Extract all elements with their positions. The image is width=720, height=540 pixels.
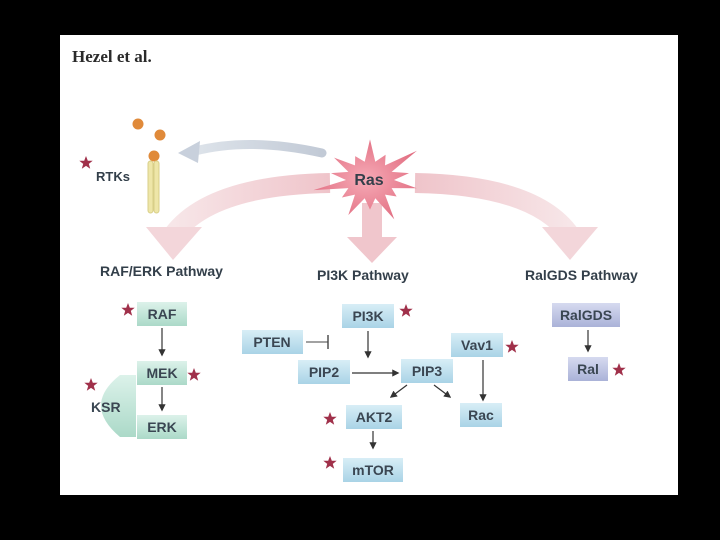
pten-label: PTEN — [253, 334, 290, 350]
rtk-receptor: RTKs — [79, 118, 166, 214]
pten-box — [242, 330, 303, 354]
ras-burst: Ras — [313, 139, 417, 220]
pathway-heading-pi3k: PI3K Pathway — [317, 267, 409, 283]
ligand-dot-icon — [148, 150, 160, 162]
arc-to-ralgds — [414, 173, 598, 260]
rac-label: Rac — [468, 407, 494, 423]
raf-box — [137, 302, 187, 326]
ralgds-column: RalGDS Ral — [552, 303, 626, 381]
star-icon — [187, 368, 201, 381]
arc-to-raf-erk — [146, 173, 331, 260]
star-icon — [612, 363, 626, 376]
ralgds-label: RalGDS — [560, 307, 612, 323]
ligand-dot-icon — [154, 129, 166, 141]
mek-box — [137, 361, 187, 385]
akt2-label: AKT2 — [356, 409, 393, 425]
figure-panel: Hezel et al. — [60, 35, 678, 495]
star-icon — [323, 456, 337, 469]
ligand-dot-icon — [132, 118, 144, 130]
ral-label: Ral — [577, 361, 599, 377]
pathway-diagram: Ras RTKs RAF/ERK Pathway PI3K Pathway Ra… — [79, 118, 638, 482]
raf-label: RAF — [148, 306, 177, 322]
ral-box — [568, 357, 608, 381]
rac-box — [460, 403, 502, 427]
vav1-label: Vav1 — [461, 337, 493, 353]
arc-to-pi3k — [347, 203, 397, 263]
figure-title: Hezel et al. — [72, 47, 152, 66]
akt2-box — [346, 405, 402, 429]
star-icon — [84, 378, 98, 391]
erk-box — [137, 415, 187, 439]
pip2-box — [298, 360, 350, 384]
pip3-label: PIP3 — [412, 363, 443, 379]
erk-label: ERK — [147, 419, 177, 435]
vav1-box — [451, 333, 503, 357]
star-icon — [121, 303, 135, 316]
star-icon — [399, 304, 413, 317]
star-icon — [505, 340, 519, 353]
mtor-label: mTOR — [352, 462, 394, 478]
pathway-heading-raf-erk: RAF/ERK Pathway — [100, 263, 223, 279]
star-icon — [79, 156, 93, 169]
pi3k-label: PI3K — [352, 308, 383, 324]
ras-label: Ras — [354, 172, 383, 189]
mtor-box — [343, 458, 403, 482]
ksr-label: KSR — [91, 399, 121, 415]
pip3-box — [401, 359, 453, 383]
pip2-label: PIP2 — [309, 364, 340, 380]
pi3k-box — [342, 304, 394, 328]
receptor-strand-icon — [147, 160, 154, 214]
receptor-strand-icon — [153, 160, 160, 214]
pathway-heading-ralgds: RalGDS Pathway — [525, 267, 638, 283]
raf-erk-column: KSR RAF MEK ERK — [84, 302, 201, 439]
mek-label: MEK — [146, 365, 177, 381]
rtks-label: RTKs — [96, 169, 130, 184]
ralgds-box — [552, 303, 620, 327]
pi3k-column: PI3K PTEN PIP2 PIP3 Vav1 Rac AKT2 — [242, 304, 519, 482]
ras-to-rtk-arrow — [178, 140, 327, 163]
star-icon — [323, 412, 337, 425]
